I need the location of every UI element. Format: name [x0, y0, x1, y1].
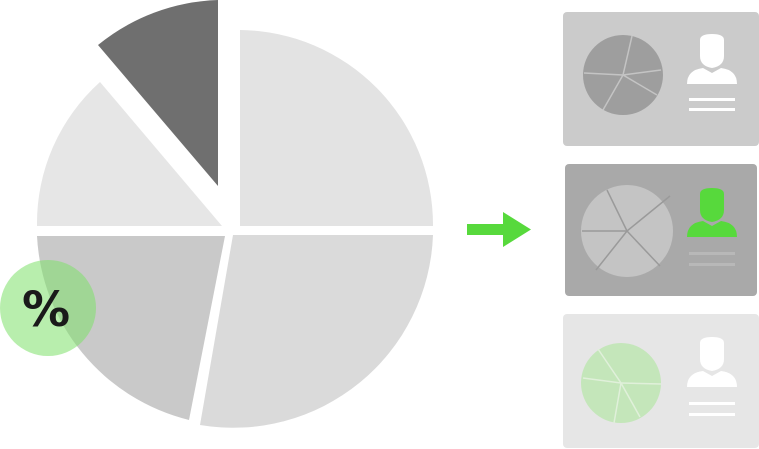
user-icon	[687, 34, 737, 111]
exploded-pie-chart	[36, 0, 434, 428]
percent-symbol: %	[22, 282, 70, 338]
user-icon	[687, 188, 737, 237]
card-top	[563, 12, 759, 146]
pie-slice-right-upper	[240, 30, 434, 226]
text-line	[689, 252, 735, 255]
card-middle	[565, 164, 757, 296]
pie-slice-left-upper	[36, 82, 222, 226]
percent-badge-icon: %	[0, 260, 96, 356]
card-bottom	[563, 314, 759, 448]
pie-chart-icon	[581, 343, 662, 424]
pie-slice-exploded	[98, 0, 218, 186]
pie-chart-icon	[581, 185, 673, 277]
text-line	[689, 263, 735, 266]
user-icon	[687, 337, 737, 416]
pie-slice-right-lower	[200, 235, 433, 428]
arrow-right-icon	[467, 212, 531, 247]
pie-chart-icon	[583, 35, 663, 115]
